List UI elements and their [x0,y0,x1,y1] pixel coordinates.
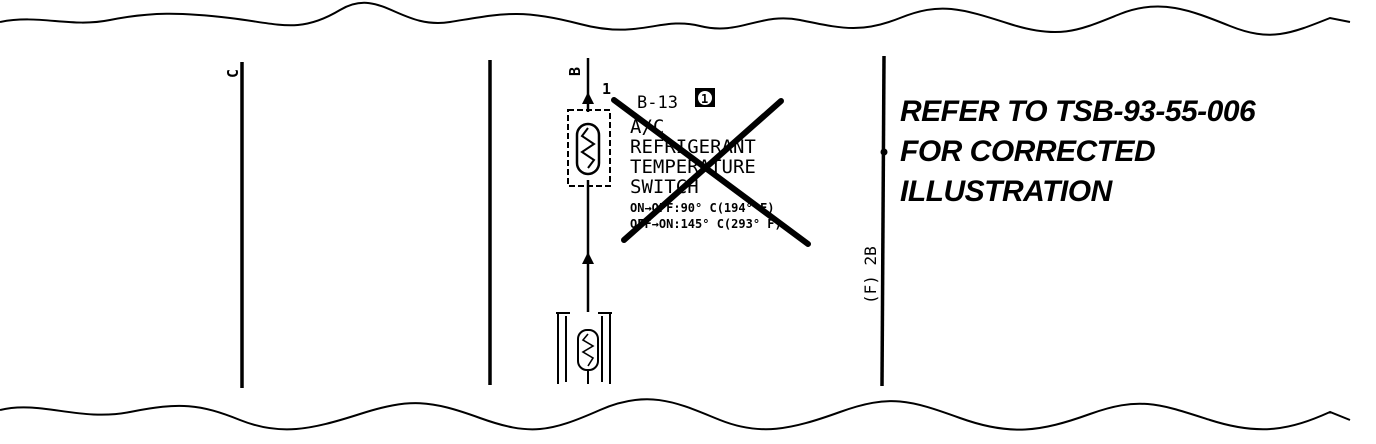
notice-line-1: REFER TO TSB-93-55-006 [900,95,1256,128]
correction-notice: REFER TO TSB-93-55-006 FOR CORRECTED ILL… [900,92,1360,212]
strike-mark-a [611,97,811,247]
connector-badge-ring [698,91,712,105]
thermistor-zigzag [580,127,596,169]
top-wire-label: B [566,67,584,76]
connector-badge-number: 1 [701,92,708,106]
sensor-coil [577,329,599,371]
torn-edge-top [0,1,1351,36]
right-wire-label: (F) 2B [861,246,880,304]
pin-number: 1 [602,80,611,98]
switch-housing [567,109,611,187]
left-wire-label: C [224,69,242,78]
sensor-coil-zigzag [581,333,595,367]
strike-mark-b [621,98,784,243]
pin-arrow-bottom [582,252,594,264]
notice-line-3: ILLUSTRATION [900,175,1112,208]
pin-arrow-top [582,92,594,104]
torn-edge-bottom [0,398,1351,431]
spec-line-2: OFF→ON:145° C(293° F) [630,217,782,231]
notice-line-2: FOR CORRECTED [900,135,1156,168]
component-name-line-3: TEMPERATURE [630,156,756,178]
connector-ref: B-13 [637,93,678,113]
splice-dot [880,148,888,156]
wire-right [880,55,886,387]
